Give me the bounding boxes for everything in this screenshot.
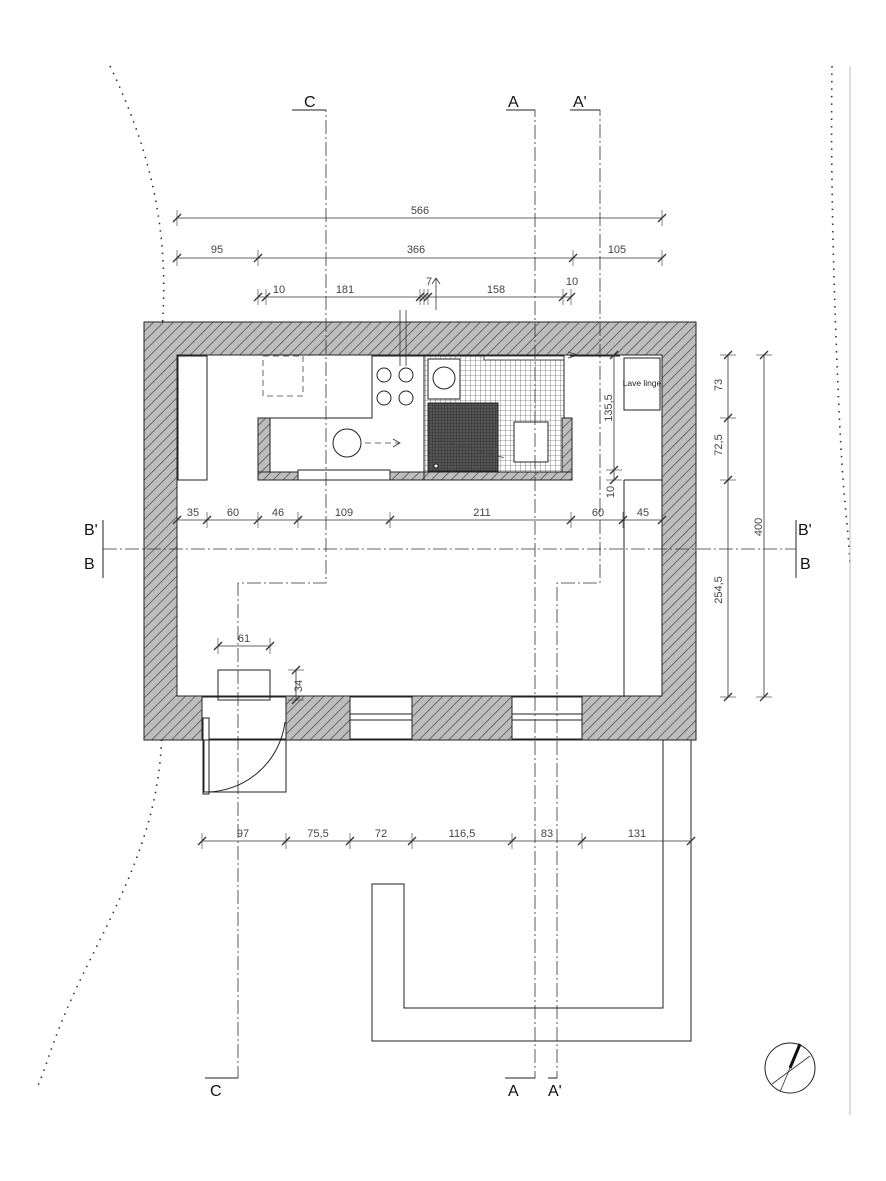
section-a-prime-top: A' — [573, 94, 587, 111]
dim-furniture-width: 61 — [238, 633, 250, 645]
dim-top-total: 566 — [411, 205, 429, 217]
dim-right-4: 254,5 — [713, 576, 725, 604]
section-b-prime-left: B' — [84, 522, 98, 539]
dim-bottom-2: 75,5 — [307, 828, 328, 840]
dim-right-total: 400 — [753, 518, 765, 536]
dim-right-3: 10 — [605, 486, 617, 498]
dim-bottom-6: 131 — [628, 828, 646, 840]
dim-bottom-4: 116,5 — [449, 828, 476, 840]
dim-right-2: 72,5 — [713, 434, 725, 455]
dim-mid-3: 46 — [272, 507, 284, 519]
left-cabinet — [177, 355, 208, 481]
dim-top-1: 95 — [211, 244, 223, 256]
dim-right-1: 73 — [713, 379, 725, 391]
stove-burners — [376, 367, 414, 406]
north-arrow-icon — [764, 1042, 816, 1094]
section-c-bottom: C — [210, 1083, 222, 1100]
dim-mid-6: 60 — [592, 507, 604, 519]
washing-machine — [623, 357, 661, 411]
dim-mid-1: 35 — [187, 507, 199, 519]
terrace-outline — [371, 739, 692, 1042]
dim-mid-4: 109 — [335, 507, 353, 519]
dim-bottom-1: 97 — [237, 828, 249, 840]
washing-machine-label: Lave linge — [623, 378, 662, 388]
dim-bottom-3: 72 — [375, 828, 387, 840]
section-a-top: A — [508, 94, 519, 111]
dim-top-3: 105 — [608, 244, 626, 256]
sink — [332, 428, 362, 458]
dim-mid-2: 60 — [227, 507, 239, 519]
kitchen-counter — [269, 355, 425, 473]
dimension-labels: 566 95 366 105 10 181 7 158 10 35 60 46 … — [187, 205, 765, 840]
dim-row3-2: 181 — [336, 284, 354, 296]
openings — [201, 696, 583, 795]
dim-row3-3: 7 — [426, 276, 432, 288]
shower-tray — [427, 402, 499, 472]
interior-fixtures: Lave linge — [177, 310, 662, 701]
dim-top-2: 366 — [407, 244, 425, 256]
section-b-prime-right: B' — [798, 522, 812, 539]
dim-bottom-5: 83 — [541, 828, 553, 840]
dim-mid-5: 211 — [473, 507, 491, 519]
terrain-lines — [35, 65, 851, 1115]
dashed-table — [262, 355, 304, 397]
dim-row3-1: 10 — [273, 284, 285, 296]
section-b-right: B — [800, 556, 811, 573]
section-c-top: C — [304, 94, 316, 111]
dim-row3-5: 10 — [566, 276, 578, 288]
section-b-left: B — [84, 556, 95, 573]
dim-right-inner: 135,5 — [603, 394, 615, 422]
exterior-walls — [143, 321, 697, 741]
dim-furniture-depth: 34 — [293, 680, 305, 692]
dim-row3-4: 158 — [487, 284, 505, 296]
section-lines — [102, 109, 797, 1079]
toilet — [513, 421, 549, 463]
right-cupboard — [623, 479, 662, 697]
section-a-prime-bottom: A' — [548, 1083, 562, 1100]
entrance-furniture — [217, 669, 271, 701]
dimension-lines — [172, 210, 772, 849]
section-a-bottom: A — [508, 1083, 519, 1100]
dim-mid-7: 45 — [637, 507, 649, 519]
